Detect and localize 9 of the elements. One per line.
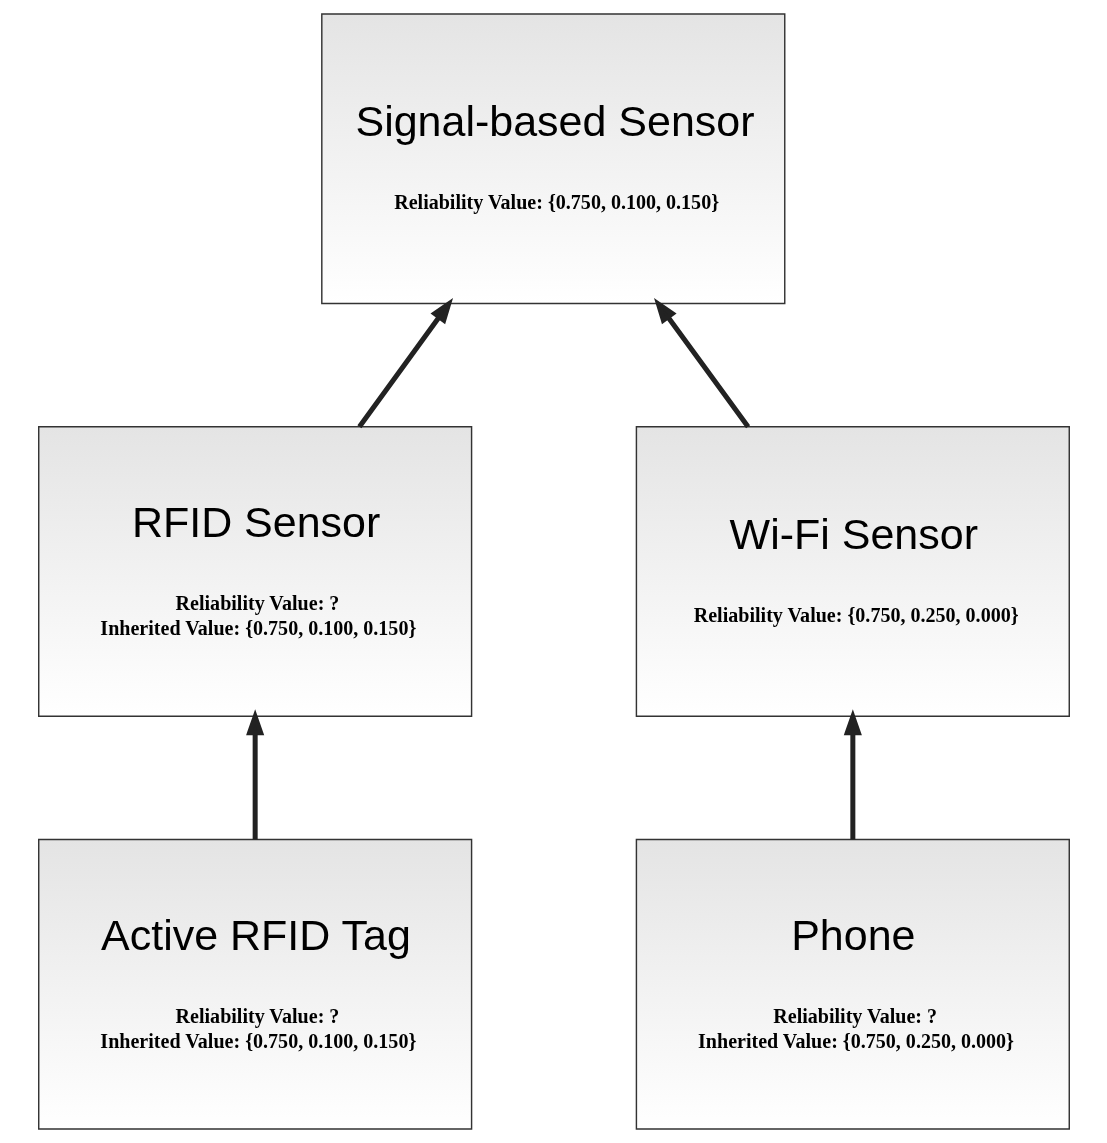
node-box: Wi-Fi Sensor Reliability Value: {0.750, 0.250, 0.000} <box>635 426 1070 717</box>
arrow <box>245 709 264 840</box>
node-box: Active RFID Tag Reliability Value: ? Inherited Value: {0.750, 0.100, 0.150} <box>37 838 472 1130</box>
node-box: Phone Reliability Value: ? Inherited Value: {0.750, 0.250, 0.000} <box>635 838 1070 1130</box>
node-box: RFID Sensor Reliability Value: ? Inherited Value: {0.750, 0.100, 0.150} <box>37 426 472 717</box>
node-box: Signal-based Sensor Reliability Value: {0.750, 0.100, 0.150} <box>320 13 785 305</box>
arrow <box>653 298 750 429</box>
arrow <box>843 709 862 840</box>
arrow <box>356 297 453 429</box>
